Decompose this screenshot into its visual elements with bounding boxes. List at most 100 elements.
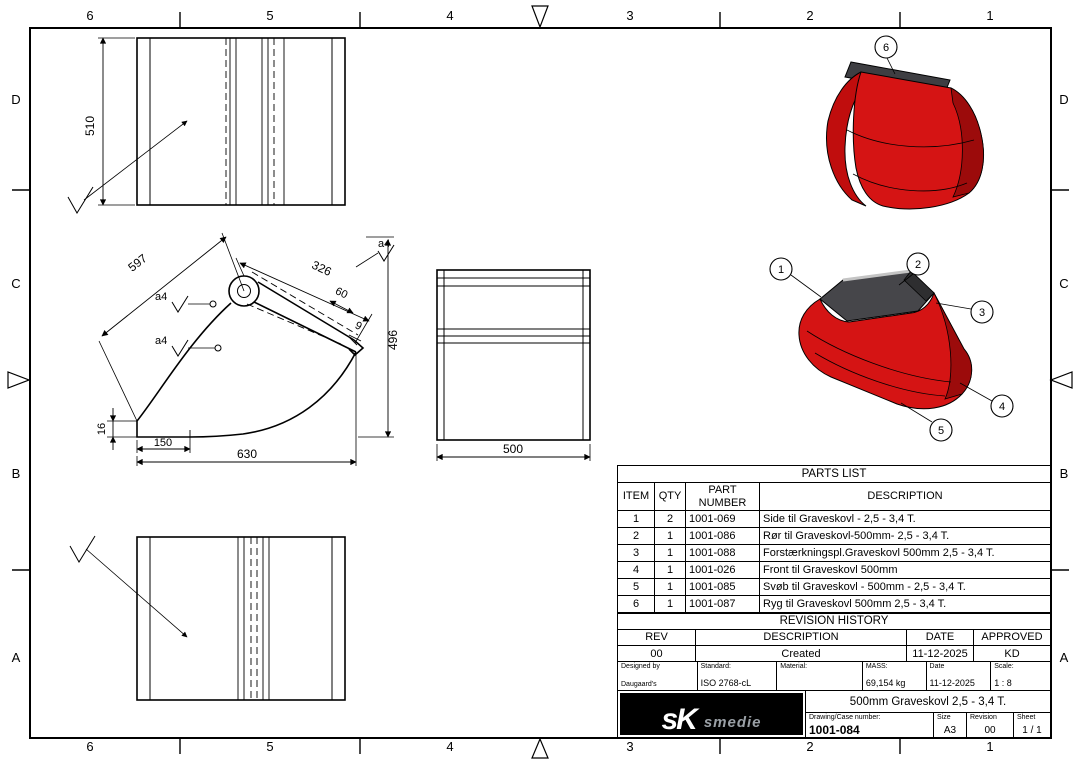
col-header-rev-description: DESCRIPTION bbox=[695, 629, 907, 646]
bucket-tube bbox=[903, 270, 935, 302]
dim-60: 60 bbox=[333, 285, 349, 301]
dim-500: 500 bbox=[503, 442, 523, 456]
table-row: 6 1 1001-087 Ryg til Graveskovl 500mm 2,… bbox=[617, 595, 1051, 613]
cell-part: 1001-085 bbox=[685, 578, 760, 596]
cell-qty: 2 bbox=[654, 510, 686, 528]
cell-part: 1001-086 bbox=[685, 527, 760, 545]
dim-326: 326 bbox=[310, 258, 334, 279]
svg-text:4: 4 bbox=[999, 401, 1005, 413]
designed-by-cell: Designed by Daugaard's bbox=[618, 662, 698, 691]
size-value: A3 bbox=[943, 725, 957, 736]
bucket-side-plate bbox=[826, 71, 871, 207]
cell-desc: Side til Graveskovl - 2,5 - 3,4 T. bbox=[759, 510, 1051, 528]
mass-cell: MASS: 69,154 kg bbox=[862, 662, 927, 691]
revision-history-table: REVISION HISTORY REV DESCRIPTION DATE AP… bbox=[617, 613, 1051, 663]
table-row: 5 1 1001-085 Svøb til Graveskovl - 500mm… bbox=[617, 578, 1051, 596]
zone-col-label: 1 bbox=[986, 8, 993, 23]
dim-150: 150 bbox=[154, 437, 172, 449]
zone-row-label: A bbox=[1060, 650, 1069, 665]
center-mark-top bbox=[531, 5, 549, 29]
sk-smedie-logo: sK smedie bbox=[620, 693, 803, 735]
cell-item: 3 bbox=[617, 544, 655, 562]
bucket-shade bbox=[933, 292, 973, 400]
zone-col-label: 4 bbox=[446, 739, 453, 754]
cell-item: 2 bbox=[617, 527, 655, 545]
cell-part: 1001-069 bbox=[685, 510, 760, 528]
size-label: Size bbox=[937, 714, 951, 721]
col-header-qty: QTY bbox=[654, 482, 686, 511]
logo-cell: sK smedie bbox=[618, 691, 806, 737]
cell-item: 5 bbox=[617, 578, 655, 596]
zone-row-label: C bbox=[11, 276, 20, 291]
table-row: 00 Created 11-12-2025 KD bbox=[617, 645, 1051, 663]
cell-part: 1001-087 bbox=[685, 595, 760, 613]
zone-col-label: 2 bbox=[806, 8, 813, 23]
balloon-5: 5 bbox=[900, 402, 953, 442]
cell-desc: Front til Graveskovl 500mm bbox=[759, 561, 1051, 579]
zone-col-label: 5 bbox=[266, 739, 273, 754]
a4-label: a4 bbox=[155, 335, 167, 347]
designed-by-value: Daugaard's bbox=[621, 681, 657, 689]
svg-text:5: 5 bbox=[938, 425, 944, 437]
mass-value: 69,154 kg bbox=[865, 678, 906, 689]
revision-label: Revision bbox=[970, 714, 997, 721]
cell-qty: 1 bbox=[654, 578, 686, 596]
cell-part: 1001-026 bbox=[685, 561, 760, 579]
logo-text: smedie bbox=[703, 714, 762, 731]
top-view: 510 bbox=[67, 37, 346, 214]
cell-item: 1 bbox=[617, 510, 655, 528]
material-cell: Material: bbox=[777, 662, 863, 691]
sheet-cell: Sheet 1 / 1 bbox=[1014, 713, 1050, 737]
balloon-4: 4 bbox=[959, 382, 1014, 418]
svg-text:3: 3 bbox=[979, 307, 985, 319]
table-row: 4 1 1001-026 Front til Graveskovl 500mm bbox=[617, 561, 1051, 579]
table-row: 1 2 1001-069 Side til Graveskovl - 2,5 -… bbox=[617, 510, 1051, 528]
cell-desc: Ryg til Graveskovl 500mm 2,5 - 3,4 T. bbox=[759, 595, 1051, 613]
dim-630: 630 bbox=[237, 447, 257, 461]
date-value: 11-12-2025 bbox=[929, 678, 975, 689]
bucket-shade bbox=[950, 87, 984, 198]
cell-rev: 00 bbox=[617, 645, 696, 663]
col-header-item: ITEM bbox=[617, 482, 655, 511]
zone-row-label: D bbox=[11, 92, 20, 107]
balloon-2: 2 bbox=[898, 252, 930, 286]
date-cell: Date 11-12-2025 bbox=[926, 662, 992, 691]
mass-label: MASS: bbox=[865, 663, 888, 670]
cell-qty: 1 bbox=[654, 544, 686, 562]
date-label: Date bbox=[929, 663, 945, 670]
svg-text:6: 6 bbox=[883, 42, 889, 54]
zone-row-label: A bbox=[12, 650, 21, 665]
zone-labels: 6 5 4 3 2 1 6 5 4 3 2 1 D C B A D C B A bbox=[11, 8, 1068, 754]
parts-list-title: PARTS LIST bbox=[617, 465, 1051, 483]
zone-row-label: B bbox=[1060, 466, 1069, 481]
surface-a4-callout: a4 bbox=[155, 291, 217, 313]
balloon-6: 6 bbox=[874, 35, 898, 75]
revision-cell: Revision 00 bbox=[967, 713, 1014, 737]
drawing-number-label: Drawing/Case number: bbox=[809, 714, 881, 721]
balloon-1: 1 bbox=[769, 257, 822, 298]
revision-value: 00 bbox=[984, 725, 996, 736]
table-row: 2 1 1001-086 Rør til Graveskovl-500mm- 2… bbox=[617, 527, 1051, 545]
surface-finish-icon bbox=[67, 186, 94, 214]
a4-label: a4 bbox=[155, 291, 167, 303]
zone-col-label: 1 bbox=[986, 739, 993, 754]
zone-col-label: 5 bbox=[266, 8, 273, 23]
drawing-frame bbox=[7, 5, 1073, 759]
zone-row-label: D bbox=[1059, 92, 1068, 107]
surface-a4-callout: a4 bbox=[155, 335, 222, 357]
dim-9: 9 bbox=[353, 320, 364, 333]
center-mark-bottom bbox=[531, 737, 549, 759]
col-header-description: DESCRIPTION bbox=[759, 482, 1051, 511]
scale-value: 1 : 8 bbox=[994, 678, 1012, 689]
dim-597: 597 bbox=[125, 251, 150, 275]
zone-col-label: 3 bbox=[626, 8, 633, 23]
size-cell: Size A3 bbox=[934, 713, 967, 737]
dim-496: 496 bbox=[386, 330, 400, 350]
front-view: 500 bbox=[436, 269, 591, 461]
cell-desc: Forstærkningspl.Graveskovl 500mm 2,5 - 3… bbox=[759, 544, 1051, 562]
zone-row-label: C bbox=[1059, 276, 1068, 291]
col-header-part-number: PART NUMBER bbox=[685, 482, 760, 511]
logo-mark: sK bbox=[661, 703, 697, 736]
